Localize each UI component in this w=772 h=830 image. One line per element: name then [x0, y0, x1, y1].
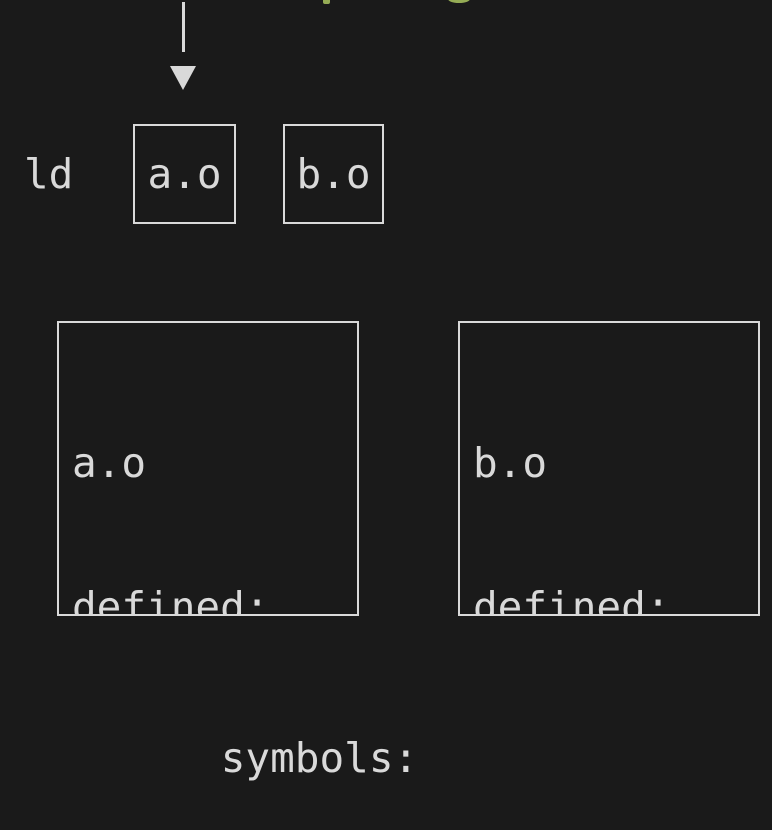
object-file-label: a.o [147, 150, 222, 198]
symbol-table-ao: a.o defined: myfunc undefined: dependenc… [57, 321, 359, 616]
symbols-label: symbols: [122, 686, 418, 830]
arrow-down-icon [170, 66, 196, 90]
linker-label: ld [24, 124, 73, 224]
symbol-table-line: b.o [473, 439, 548, 487]
symbols-label-text: symbols: [220, 734, 419, 782]
symbol-table-line: defined: [473, 583, 671, 616]
arrow-shaft [182, 2, 185, 52]
clipped-green-text-fragment [323, 0, 330, 4]
linker-label-text: ld [24, 150, 74, 198]
symbol-table-bo: b.o defined: dependency [458, 321, 760, 616]
object-file-label: b.o [296, 150, 371, 198]
clipped-green-text-fragment [448, 0, 470, 3]
object-file-box-ao: a.o [133, 124, 236, 224]
symbol-table-line: defined: [72, 583, 270, 616]
symbol-table-line: a.o [72, 439, 147, 487]
object-file-box-bo: b.o [283, 124, 384, 224]
